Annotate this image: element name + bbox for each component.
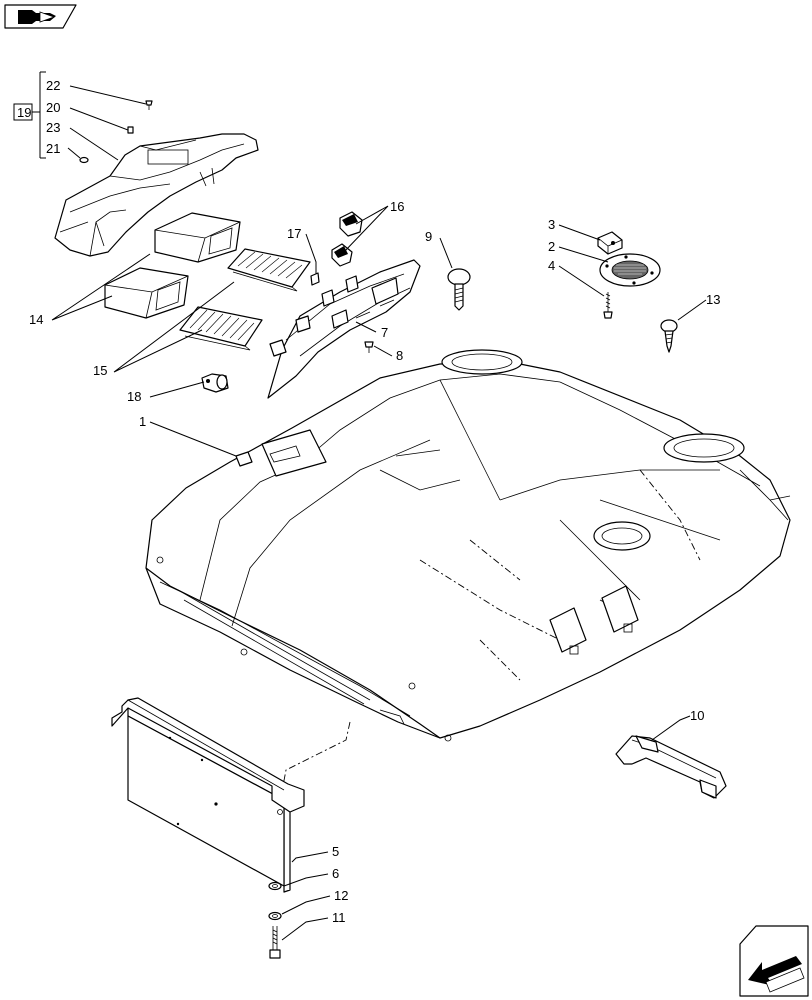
screw-4	[603, 292, 613, 319]
callout-12: 12	[334, 888, 348, 903]
vent-grille-upper	[227, 248, 311, 292]
callout-17: 17	[287, 226, 301, 241]
screw-13	[660, 319, 678, 353]
callout-14: 14	[29, 312, 43, 327]
callout-13: 13	[706, 292, 720, 307]
callout-16: 16	[390, 199, 404, 214]
duct-box-lower	[104, 267, 189, 319]
vent-grille-lower	[179, 306, 263, 351]
callout-1: 1	[139, 414, 146, 429]
group-19-bracket	[13, 71, 46, 159]
callout-20: 20	[46, 100, 60, 115]
next-page-arrow-icon[interactable]	[739, 925, 809, 997]
washer-6	[268, 881, 282, 891]
washer-12	[268, 911, 282, 921]
callout-labels: 22 20 19 23 21 17 16 14 15 18 7 8 9 3 2 …	[17, 78, 720, 925]
upper-air-duct	[54, 133, 259, 257]
push-pin-9	[447, 268, 471, 311]
clip-21	[79, 156, 89, 164]
grab-handle-10	[615, 735, 727, 799]
callout-3: 3	[548, 217, 555, 232]
clip-20	[127, 126, 134, 134]
callout-22: 22	[46, 78, 60, 93]
callout-7: 7	[381, 325, 388, 340]
callout-8: 8	[396, 348, 403, 363]
callout-21: 21	[46, 141, 60, 156]
speaker-grille-2	[599, 253, 661, 287]
callout-15: 15	[93, 363, 107, 378]
callout-19: 19	[17, 105, 31, 120]
callout-23: 23	[46, 120, 60, 135]
bolt-11	[269, 926, 281, 959]
callout-18: 18	[127, 389, 141, 404]
clip-16-upper	[339, 211, 363, 237]
screw-22	[145, 100, 153, 110]
callout-9: 9	[425, 229, 432, 244]
callout-6: 6	[332, 866, 339, 881]
callout-11: 11	[332, 910, 346, 925]
clip-17	[310, 272, 320, 286]
callout-2: 2	[548, 239, 555, 254]
callout-5: 5	[332, 844, 339, 859]
duct-box-upper	[154, 212, 241, 263]
clip-3	[597, 231, 623, 255]
callout-4: 4	[548, 258, 555, 273]
book-arrow-icon[interactable]	[4, 4, 77, 29]
screw-8	[364, 341, 374, 353]
callout-10: 10	[690, 708, 704, 723]
trim-panel-7	[267, 259, 421, 399]
leader-lines	[51, 85, 707, 941]
air-nozzle-18	[201, 373, 229, 393]
sun-visor-5	[111, 697, 305, 893]
headliner-1	[145, 349, 791, 742]
